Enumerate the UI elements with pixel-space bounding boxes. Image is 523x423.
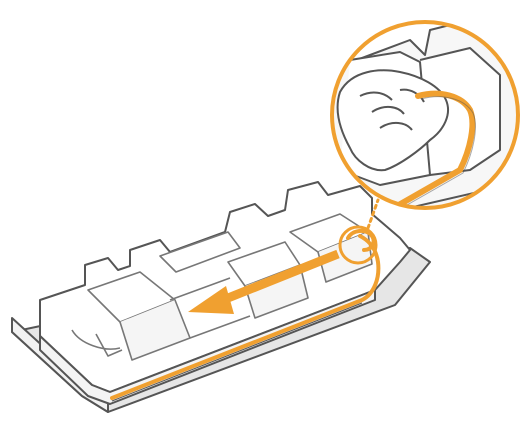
illustration-canvas: [0, 0, 523, 423]
packaging-illustration: [0, 0, 523, 423]
